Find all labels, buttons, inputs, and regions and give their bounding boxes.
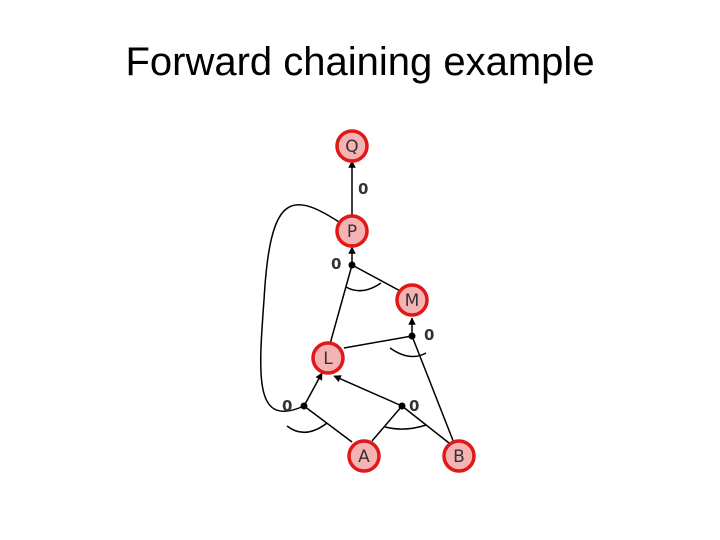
junction-dot (398, 402, 406, 410)
and-arc-ap (286, 422, 328, 433)
edge-p-to-ap-junction (259, 203, 340, 413)
edge-b-to-bl-junction (411, 335, 455, 444)
edge-ap-l (303, 372, 323, 407)
and-arc-lm (345, 282, 382, 292)
node-q: Q (335, 129, 369, 163)
edge-m-to-lm-junction (351, 264, 405, 294)
count-label-pq: 0 (358, 180, 368, 198)
node-p: P (335, 214, 369, 248)
junction-dot (348, 261, 356, 269)
edge-l-to-bl-junction (343, 335, 413, 349)
count-label-lmp: 0 (331, 255, 341, 273)
nodes: Q P M L A B (311, 129, 476, 473)
junction-dot (300, 402, 308, 410)
node-label-q: Q (345, 137, 358, 157)
and-arc-bl (389, 347, 427, 358)
edge-ab-l (333, 375, 403, 407)
edge-a-to-ap-junction (303, 405, 353, 443)
junctions (300, 261, 416, 410)
node-b: B (442, 439, 476, 473)
node-label-a: A (358, 447, 370, 467)
junction-dot (408, 332, 416, 340)
and-arc-ab (384, 424, 427, 430)
count-label-blm: 0 (424, 326, 434, 344)
slide-title: Forward chaining example (125, 40, 595, 84)
node-label-l: L (323, 349, 333, 369)
edge-a-to-ab-junction (371, 405, 403, 442)
node-l: L (311, 341, 345, 375)
edge-l-to-lm-junction (329, 264, 353, 345)
node-m: M (395, 283, 429, 317)
count-label-apl: 0 (282, 397, 292, 415)
edges (259, 160, 455, 444)
node-label-b: B (453, 447, 465, 467)
node-label-p: P (347, 222, 357, 242)
node-label-m: M (405, 291, 420, 311)
node-a: A (347, 439, 381, 473)
counts: 0 0 0 0 0 (282, 180, 434, 415)
count-label-abl: 0 (409, 397, 419, 415)
